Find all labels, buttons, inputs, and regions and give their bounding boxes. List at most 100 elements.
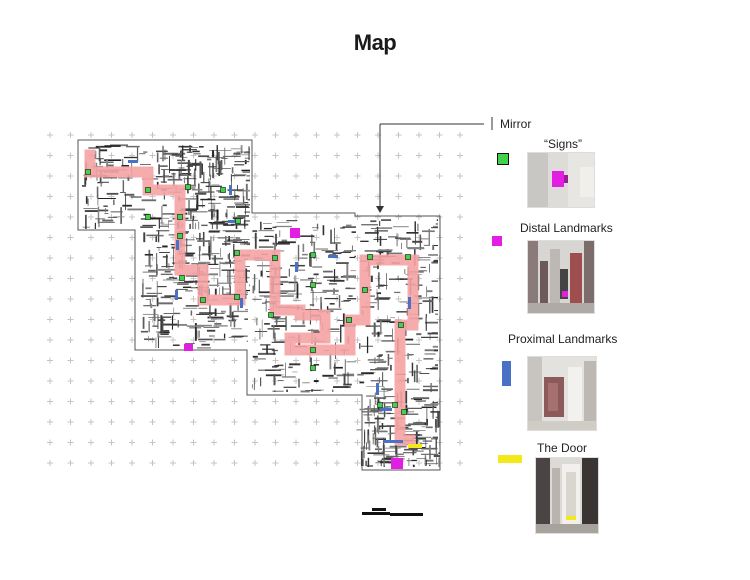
grid-cross (231, 439, 238, 446)
grid-cross (67, 378, 74, 384)
sign-marker (377, 402, 383, 408)
sign-marker (145, 214, 151, 220)
proximal-landmarks-label: Proximal Landmarks (508, 332, 618, 346)
grid-cross (149, 460, 156, 466)
sign-marker (220, 187, 226, 193)
grid-cross (149, 398, 156, 405)
grid-cross (252, 419, 258, 425)
grid-cross (47, 255, 53, 261)
sign-marker (235, 218, 241, 224)
grid-cross (67, 214, 74, 220)
grid-cross (88, 193, 94, 200)
grid-cross (395, 296, 402, 302)
grid-cross (313, 460, 320, 466)
grid-cross (170, 132, 176, 138)
maze-walls (82, 144, 441, 467)
grid-cross (457, 357, 463, 364)
grid-cross (129, 419, 135, 425)
grid-cross (231, 132, 238, 138)
grid-cross (108, 152, 115, 159)
door-thumbnail (535, 457, 599, 534)
grid-cross (313, 275, 320, 282)
grid-cross (416, 234, 422, 241)
door-marker (408, 444, 422, 448)
grid-cross (88, 378, 94, 384)
grid-cross (129, 337, 135, 343)
proximal-landmark-marker (229, 185, 232, 195)
grid-cross (211, 439, 217, 446)
grid-cross (293, 214, 299, 220)
grid-cross (170, 398, 176, 405)
grid-cross (313, 173, 320, 179)
grid-cross (88, 275, 94, 282)
proximal-landmarks (128, 160, 411, 443)
grid-cross (313, 439, 320, 446)
grid-cross (436, 193, 443, 200)
distal-landmark-marker (290, 228, 300, 238)
grid-cross (334, 152, 340, 159)
grid-cross (436, 152, 443, 159)
grid-cross (252, 173, 258, 179)
grid-cross (47, 173, 53, 179)
grid-cross (334, 214, 340, 220)
grid-cross (293, 378, 299, 384)
grid-cross (457, 439, 463, 446)
grid-cross (88, 132, 94, 138)
grid-cross (108, 337, 115, 343)
sign-marker (310, 282, 316, 288)
grid-cross (395, 214, 402, 220)
grid-cross (354, 132, 361, 138)
grid-cross (272, 173, 279, 179)
sign-marker (200, 297, 206, 303)
grid-cross (190, 439, 197, 446)
grid-cross (457, 214, 463, 220)
grid-cross (129, 357, 135, 364)
grid-cross (231, 460, 238, 466)
distal-landmarks-thumbnail (527, 240, 595, 314)
sign-marker (401, 409, 407, 415)
distal-landmark-marker (184, 344, 193, 351)
grid-cross (457, 193, 463, 200)
proximal-landmark-marker (240, 298, 243, 308)
grid-cross (436, 132, 443, 138)
grid-cross (47, 419, 53, 425)
grid-cross (211, 275, 217, 282)
grid-cross (334, 460, 340, 466)
sign-marker (310, 347, 316, 353)
grid-cross (272, 152, 279, 159)
grid-cross (129, 234, 135, 241)
grid-cross (272, 460, 279, 466)
sign-marker (346, 317, 352, 323)
signs-swatch (497, 153, 509, 165)
grid-cross (313, 152, 320, 159)
proximal-landmark-marker (128, 160, 138, 163)
grid-cross (354, 357, 361, 364)
proximal-landmark-marker (408, 297, 411, 309)
grid-cross (88, 419, 94, 425)
distal-landmarks-label: Distal Landmarks (520, 221, 613, 235)
grid-cross (211, 173, 217, 179)
grid-cross (313, 296, 320, 302)
grid-cross (272, 193, 279, 200)
grid-cross (108, 419, 115, 425)
grid-cross (293, 173, 299, 179)
grid-cross (47, 357, 53, 364)
grid-cross (416, 460, 422, 466)
proximal-landmark-marker (376, 383, 379, 395)
proximal-landmarks-swatch (502, 361, 511, 386)
grid-cross (457, 337, 463, 343)
grid-cross (190, 398, 197, 405)
grid-cross (334, 316, 340, 323)
grid-cross (252, 214, 258, 220)
door-swatch (498, 455, 522, 463)
grid-cross (149, 132, 156, 138)
grid-cross (457, 398, 463, 405)
grid-cross (67, 419, 74, 425)
grid-cross (67, 296, 74, 302)
grid-cross (416, 193, 422, 200)
grid-cross (457, 419, 463, 425)
grid-cross (88, 316, 94, 323)
grid-cross (88, 337, 94, 343)
grid-cross (313, 193, 320, 200)
